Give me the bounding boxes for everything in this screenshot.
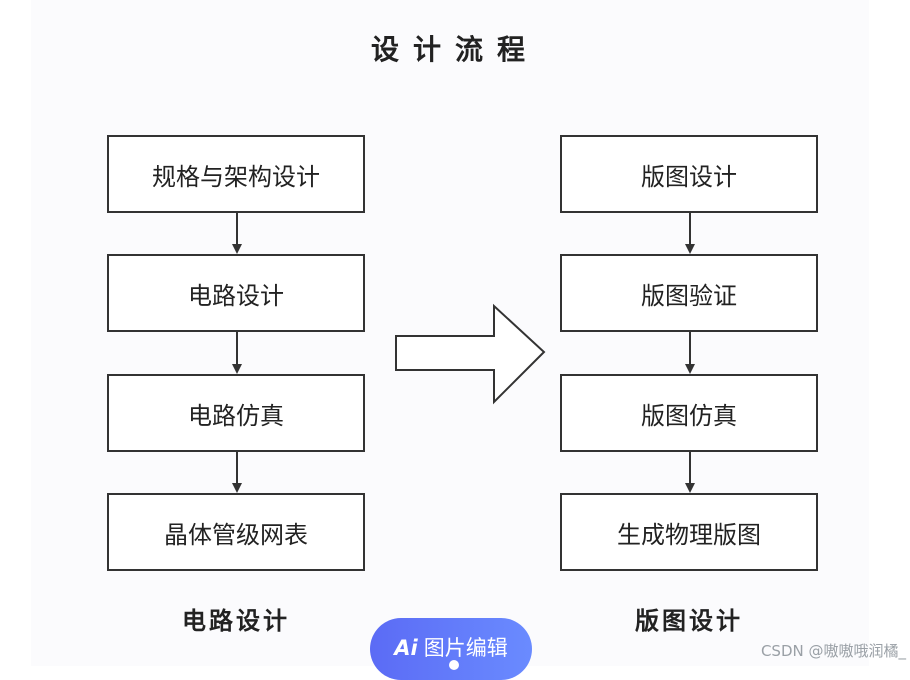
left-step-3: 电路仿真 — [107, 374, 365, 452]
image-edit-label: 图片编辑 — [423, 636, 508, 660]
right-step-3: 版图仿真 — [560, 374, 818, 452]
big-right-arrow — [395, 303, 546, 405]
left-step-1: 规格与架构设计 — [107, 135, 365, 213]
right-step-4: 生成物理版图 — [560, 493, 818, 571]
right-column-caption: 版图设计 — [635, 607, 743, 635]
right-step-1: 版图设计 — [560, 135, 818, 213]
connectors-layer — [232, 213, 695, 493]
left-column-caption: 电路设计 — [182, 607, 290, 635]
right-step-2: 版图验证 — [560, 254, 818, 332]
left-step-4: 晶体管级网表 — [107, 493, 365, 571]
button-dot-indicator — [449, 660, 459, 670]
left-step-2: 电路设计 — [107, 254, 365, 332]
watermark: CSDN @嗷嗷哦润橘_ — [760, 642, 906, 660]
diagram-title: 设计流程 — [370, 33, 539, 66]
ai-icon: Ai — [394, 636, 418, 660]
